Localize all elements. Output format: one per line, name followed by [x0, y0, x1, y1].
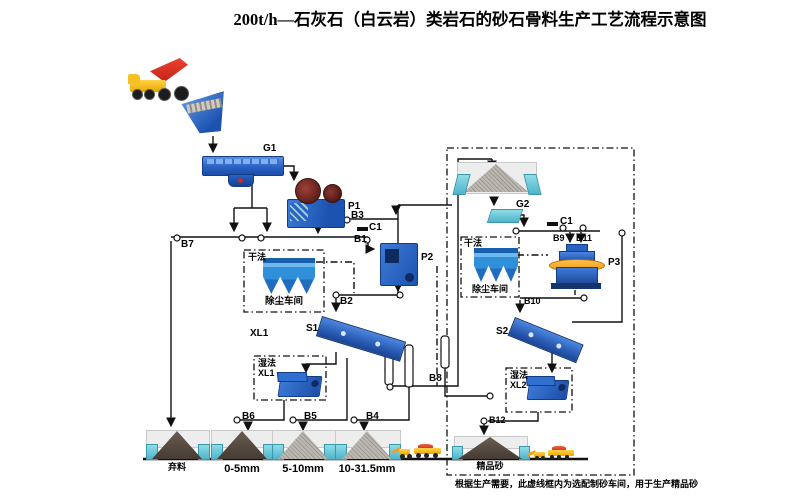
dump-truck-icon: [128, 58, 192, 102]
truck-wheel: [550, 455, 554, 459]
feeder-g2-icon: [486, 209, 524, 223]
label-b3: B3: [351, 210, 364, 221]
label-xl1-free: XL1: [250, 328, 269, 339]
bin-5-10mm: [272, 430, 336, 460]
truck-tipper: [150, 58, 188, 82]
loader-wheel: [541, 456, 545, 460]
truck-wheel: [174, 86, 189, 101]
magnetic-separator-c1-main: [357, 227, 368, 231]
truck-wheel: [144, 89, 155, 100]
truck-load: [552, 446, 566, 451]
label-g2: G2: [516, 199, 530, 210]
truck-cab: [128, 74, 140, 84]
label-c1-main: C1: [369, 222, 382, 233]
stockpile-bin: [452, 158, 542, 196]
dust-collector-1-icon: [263, 258, 315, 294]
cyan-wall: [335, 444, 347, 460]
loader-wheel: [400, 454, 405, 459]
truck-wheel: [158, 88, 171, 101]
label-s2: S2: [496, 326, 509, 337]
flywheel-icon: [323, 184, 342, 203]
truck-wheel: [433, 453, 438, 458]
label-xl2-box: XL2: [510, 380, 527, 390]
bin-premium-sand: [452, 436, 530, 460]
truck-wheel: [132, 89, 143, 100]
footnote: 根据生产需要，此虚线框内为选配制砂车间，用于生产精品砂: [455, 479, 699, 489]
truck-body: [414, 448, 441, 454]
loader-body: [534, 452, 545, 457]
flywheel-icon: [295, 178, 321, 204]
label-p3: P3: [608, 257, 621, 268]
loader-wheel: [535, 456, 539, 460]
jaw-crusher-body: [287, 199, 345, 228]
label-wet2: 湿法: [510, 370, 529, 380]
label-b5: B5: [304, 411, 317, 422]
sand-washer-xl1: [277, 376, 323, 397]
label-b8: B8: [429, 373, 442, 384]
label-b10: B10: [524, 296, 541, 306]
loader-wheel: [407, 454, 412, 459]
p3-base: [551, 283, 601, 289]
label-b1: B1: [354, 234, 367, 245]
label-p1: P1: [348, 201, 361, 212]
label-p2: P2: [421, 252, 434, 263]
label-b7: B7: [181, 239, 194, 250]
label-5-10mm: 5-10mm: [282, 463, 324, 475]
feeder-g1-motor: [228, 174, 254, 187]
truck-wheel: [424, 453, 429, 458]
truck-body: [548, 450, 574, 456]
wheel-loader-icon: [526, 449, 547, 461]
wheel-loader-icon: [391, 445, 412, 459]
label-c1-plant: C1: [560, 216, 573, 227]
label-wet1: 湿法: [258, 358, 277, 368]
label-s1: S1: [306, 323, 319, 334]
truck-wheel: [557, 455, 561, 459]
vibrating-feeder-g1: [202, 156, 284, 176]
haul-truck-icon: [414, 441, 446, 459]
waste-bin: [146, 430, 210, 460]
label-g1: G1: [263, 143, 277, 154]
label-dry2: 干法: [464, 238, 483, 248]
label-dry1: 干法: [248, 252, 267, 262]
bin-10-31mm: [335, 430, 401, 460]
diagram-title: 200t/h—石灰石（白云岩）类岩石的砂石骨料生产工艺流程示意图: [233, 10, 707, 29]
cyan-wall: [452, 446, 463, 460]
label-dust-room1: 除尘车间: [264, 296, 303, 307]
label-b6: B6: [242, 411, 255, 422]
truck-load: [418, 444, 433, 449]
loader-body: [399, 449, 410, 455]
label-dust-room2: 除尘车间: [471, 284, 508, 294]
label-b2: B2: [340, 296, 353, 307]
magnetic-separator-c1-plant: [547, 222, 558, 226]
label-premium-sand: 精品砂: [476, 461, 504, 471]
bin-0-5mm: [211, 430, 275, 460]
truck-wheel: [565, 455, 569, 459]
label-b12: B12: [489, 415, 506, 425]
cyan-wall: [198, 444, 210, 460]
label-b9: B9: [553, 233, 565, 243]
label-xl1-box: XL1: [258, 368, 275, 378]
haul-truck-icon: [548, 444, 580, 460]
label-b4: B4: [366, 411, 379, 422]
label-waste: 弃料: [167, 462, 186, 472]
sand-washer-xl2: [526, 380, 570, 400]
impact-crusher-p2: [380, 243, 418, 286]
dust-collector-2-icon: [474, 248, 518, 282]
label-10-31mm: 10-31.5mm: [338, 463, 396, 475]
label-0-5mm: 0-5mm: [224, 463, 260, 475]
jaw-crusher-p1: [287, 178, 345, 228]
truck-wheel: [416, 453, 421, 458]
label-b11: B11: [576, 233, 593, 243]
sand-maker-p3: [549, 244, 605, 290]
